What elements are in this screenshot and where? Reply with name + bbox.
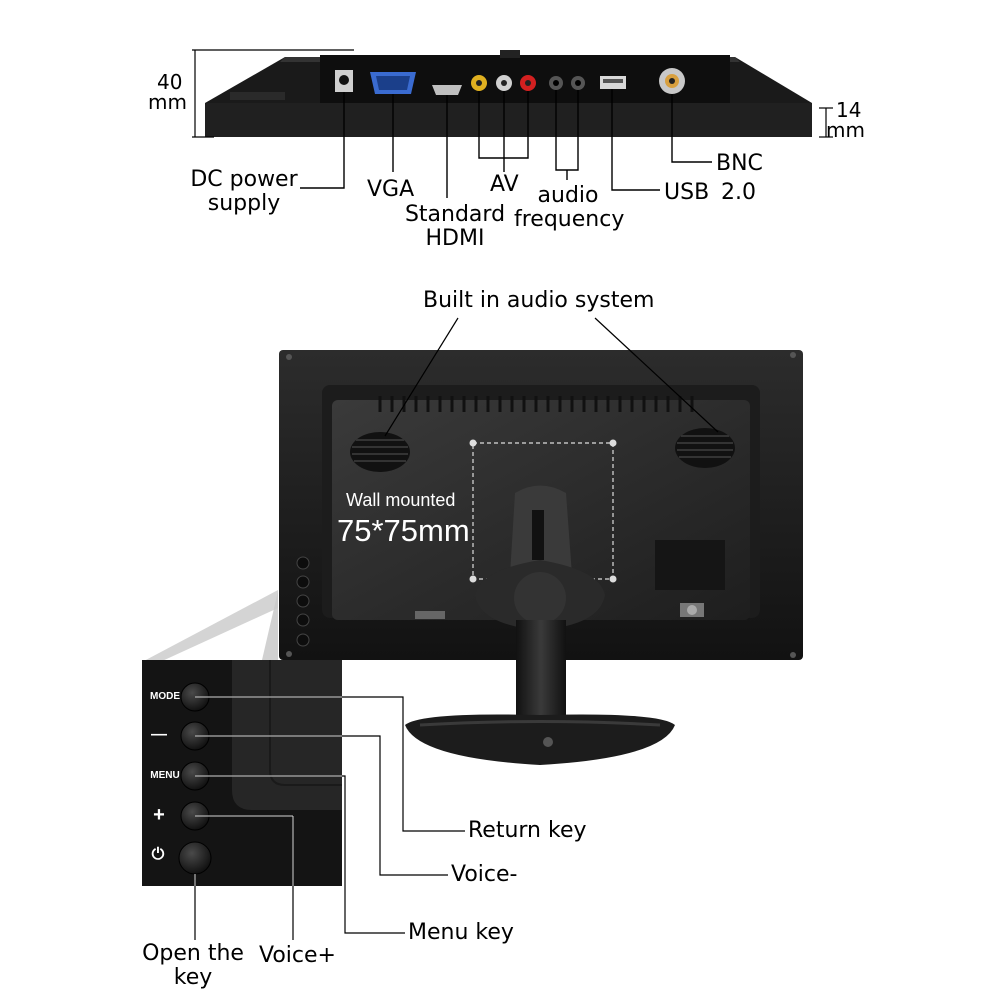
dc-power-label-1: DC power [190, 167, 298, 192]
hdmi-port [432, 85, 462, 95]
side-buttons-small [296, 556, 310, 647]
power-icon: ⏻ [151, 846, 165, 863]
power-button[interactable] [178, 841, 212, 875]
height-dimension-value: 40 [157, 70, 183, 94]
menu-button-label: MENU [150, 770, 180, 781]
rear-label-plate [655, 540, 725, 590]
hdmi-label-2: HDMI [425, 226, 485, 251]
open-key-label-1: Open the [142, 941, 244, 966]
speaker-grille-left [350, 432, 410, 472]
mode-button-label: MODE [150, 691, 180, 702]
voice-minus-label: Voice- [451, 862, 518, 887]
monitor-stand [405, 485, 675, 765]
wall-mount-size: 75*75mm [337, 513, 470, 548]
hdmi-label-1: Standard [404, 202, 506, 227]
wall-mount-label: Wall mounted [346, 490, 456, 510]
bnc-label: BNC [716, 151, 763, 176]
plus-button-label: + [153, 804, 165, 826]
monitor-bottom-edge [205, 50, 812, 137]
audio-system-label: Built in audio system [423, 288, 655, 313]
menu-key-label: Menu key [408, 920, 514, 945]
dc-power-label-2: supply [207, 191, 281, 216]
button-zoom-inset [142, 660, 342, 886]
usb-label: USB [664, 180, 710, 205]
vga-label: VGA [367, 177, 415, 202]
dimension-lines [192, 49, 833, 138]
av-label: AV [490, 172, 519, 197]
speaker-grille-right [675, 428, 735, 468]
audio-leader-lines [384, 317, 719, 437]
depth-dimension-unit: mm [826, 118, 865, 142]
voice-plus-label: Voice+ [259, 943, 336, 968]
height-dimension-unit: mm [148, 90, 187, 114]
usb-version-label: 2.0 [721, 180, 756, 205]
port-leader-lines [300, 89, 712, 198]
minus-button-label: — [151, 726, 167, 743]
return-key-label: Return key [468, 818, 587, 843]
audio-label-1: audio [537, 183, 599, 208]
open-key-label-2: key [173, 965, 213, 990]
depth-dimension-value: 14 [836, 98, 862, 122]
audio-label-2: frequency [514, 207, 625, 232]
ports-row [335, 68, 685, 95]
